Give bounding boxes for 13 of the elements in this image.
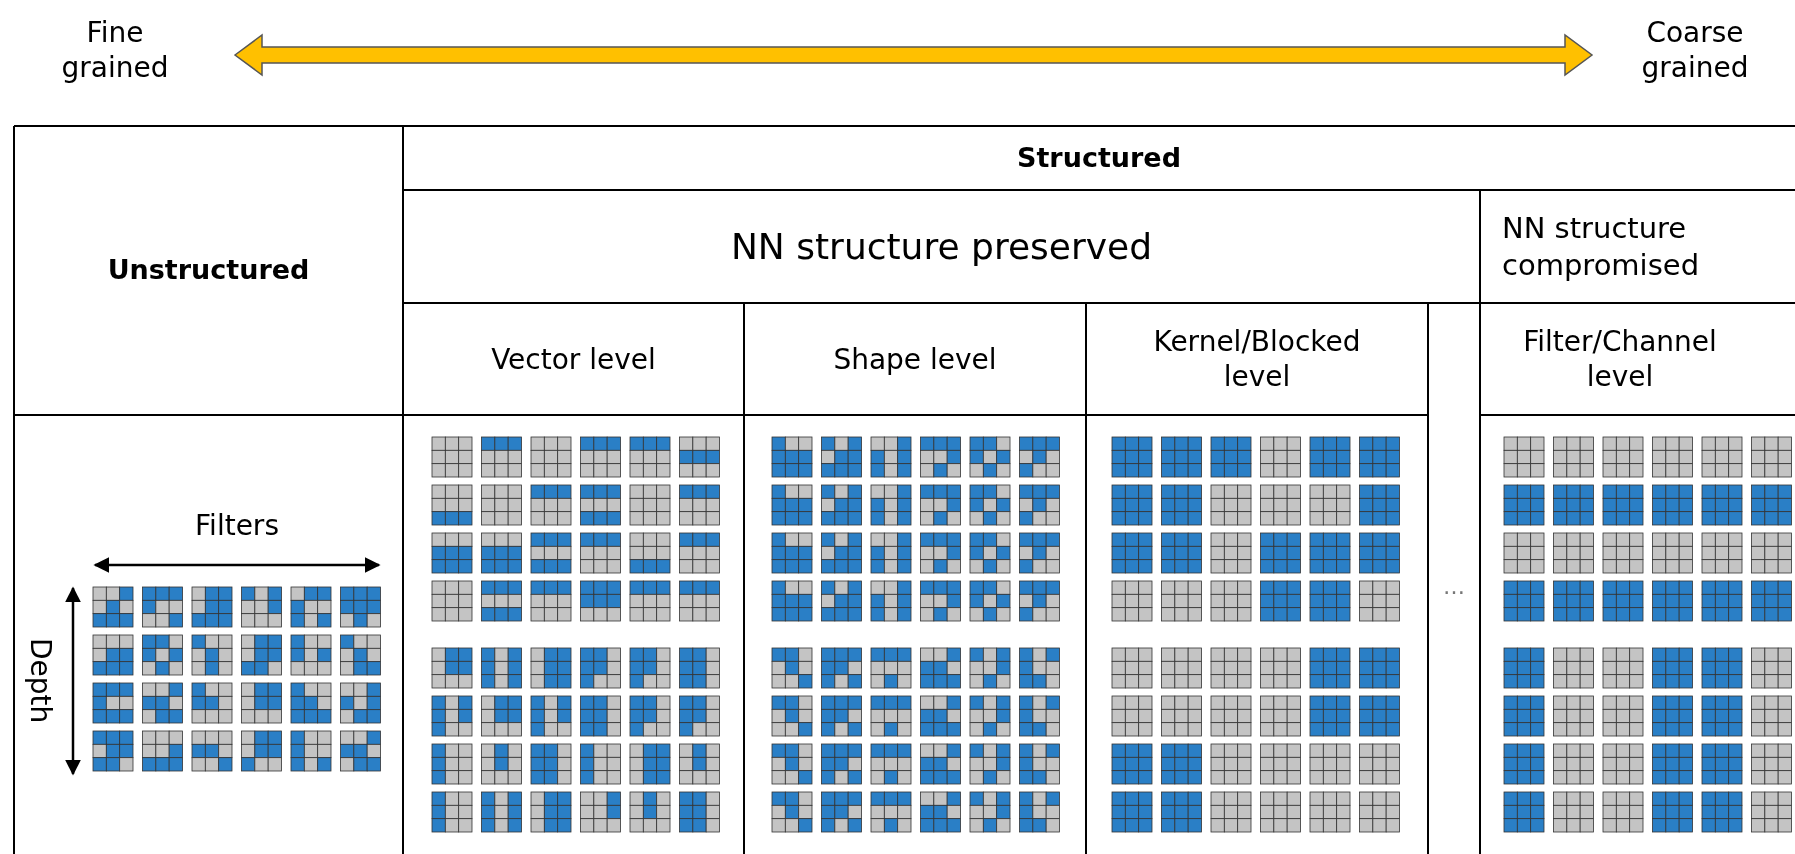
column-header: Filter/Channel level	[1522, 324, 1718, 394]
axis-label: Depth	[22, 638, 58, 724]
column-header: Structured	[1017, 141, 1181, 175]
column-header: NN structure compromised	[1501, 210, 1701, 283]
column-header: Vector level	[491, 341, 656, 377]
ellipsis: …	[1443, 573, 1465, 601]
axis-label: Filters	[195, 507, 279, 543]
scale-label: Coarse grained	[1640, 15, 1750, 85]
column-header: Unstructured	[107, 253, 310, 287]
scale-label: Fine grained	[60, 15, 170, 85]
column-header: Shape level	[833, 341, 997, 377]
column-header: NN structure preserved	[730, 225, 1153, 269]
column-header: Kernel/Blocked level	[1152, 324, 1362, 394]
